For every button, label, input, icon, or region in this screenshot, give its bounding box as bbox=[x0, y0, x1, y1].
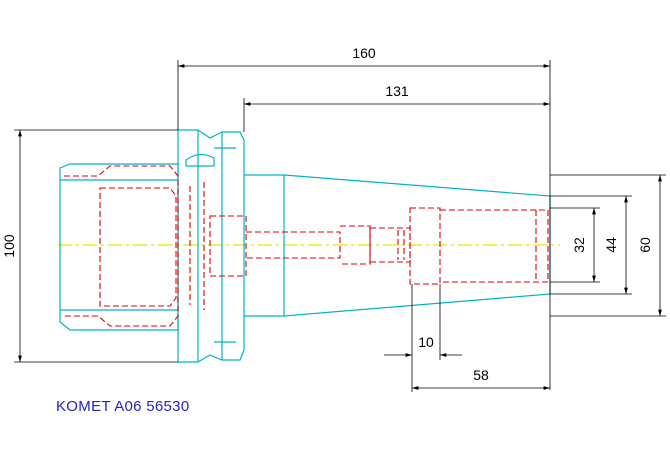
extension-lines bbox=[14, 60, 666, 392]
dimension-lines bbox=[18, 64, 662, 390]
dim-text-131: 131 bbox=[385, 83, 409, 99]
tool-outline bbox=[59, 129, 551, 363]
hidden-lines bbox=[64, 165, 549, 327]
dim-text-32: 32 bbox=[571, 237, 587, 253]
dim-text-60: 60 bbox=[637, 237, 653, 253]
dim-text-160: 160 bbox=[352, 45, 376, 61]
dim-text-44: 44 bbox=[603, 237, 619, 253]
dim-text-10: 10 bbox=[418, 334, 434, 350]
dim-text-100: 100 bbox=[1, 234, 17, 258]
part-number-caption: KOMET A06 56530 bbox=[56, 398, 190, 415]
dim-text-58: 58 bbox=[473, 367, 489, 383]
